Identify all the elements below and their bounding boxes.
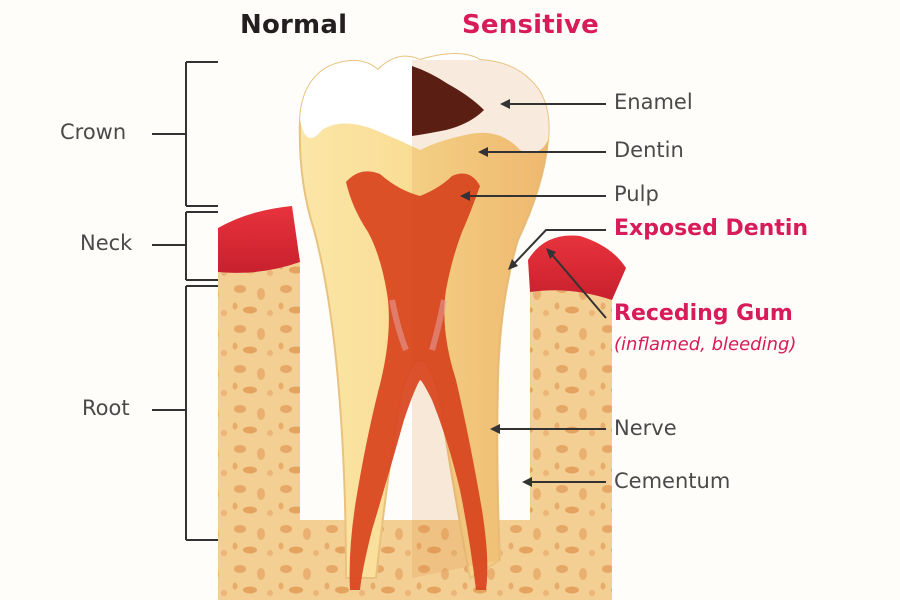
label-receding-gum: Receding Gum: [614, 301, 793, 326]
segment-crown: Crown: [60, 120, 127, 144]
header-sensitive: Sensitive: [462, 10, 599, 40]
label-enamel: Enamel: [614, 90, 693, 114]
header-normal: Normal: [240, 10, 348, 40]
label-cementum: Cementum: [614, 469, 731, 493]
bracket-neck: [185, 211, 218, 281]
gum-left: [218, 206, 300, 273]
segment-neck: Neck: [80, 231, 133, 255]
leader-exposed-dentin: [509, 229, 606, 269]
bone-right: [530, 270, 612, 560]
label-dentin: Dentin: [614, 138, 684, 162]
bone-left: [218, 258, 300, 560]
label-exposed-dentin: Exposed Dentin: [614, 216, 809, 241]
leader-receding-gum: [547, 249, 607, 319]
gum-right-receding: [528, 235, 626, 300]
label-pulp: Pulp: [614, 182, 659, 206]
enamel-decay: [412, 66, 484, 136]
bracket-crown: [185, 61, 218, 207]
label-nerve: Nerve: [614, 416, 677, 440]
label-receding-gum-note: (inflamed, bleeding): [614, 334, 797, 355]
pulp-chamber: [346, 171, 488, 591]
segment-root: Root: [82, 396, 130, 420]
bracket-root: [185, 285, 218, 541]
